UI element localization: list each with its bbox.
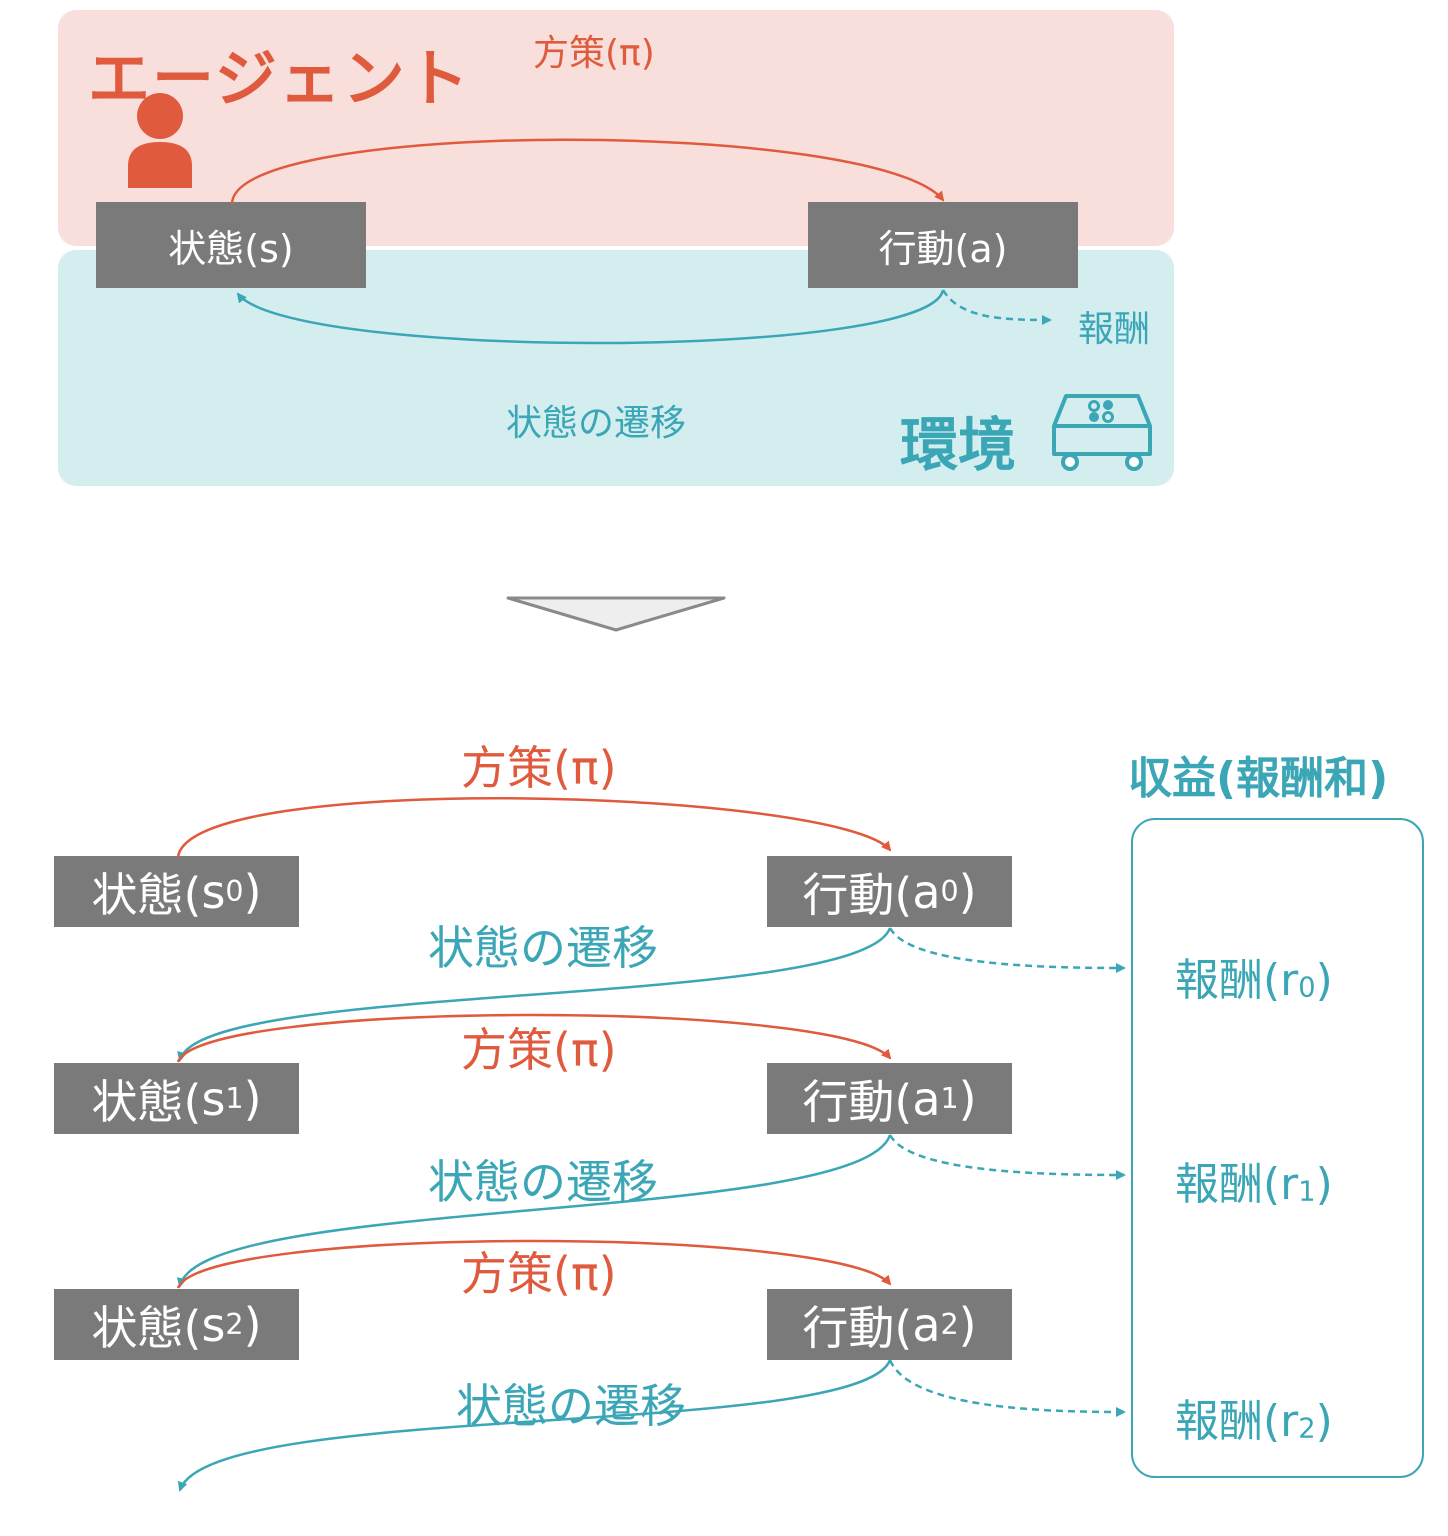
policy-label: 方策(π)	[461, 741, 617, 795]
environment-panel	[58, 250, 1174, 486]
person-icon	[128, 93, 192, 188]
transition-label-top: 状態の遷移	[506, 403, 687, 444]
action-box-top: 行動(a)	[808, 202, 1078, 288]
transition-label: 状態の遷移	[456, 1379, 686, 1433]
return-box	[1131, 818, 1424, 1478]
state-box-top: 状態(s)	[96, 202, 366, 288]
policy-label: 方策(π)	[461, 1247, 617, 1301]
reward-arrow	[888, 1359, 1126, 1417]
policy-arrow	[176, 797, 892, 858]
transition-label: 状態の遷移	[428, 1155, 658, 1209]
environment-machine-icon	[1052, 394, 1152, 471]
reward-label-top: 報酬	[1078, 309, 1151, 350]
reward-arrow	[888, 927, 1126, 973]
reward-label: 報酬(r1)	[1175, 1159, 1333, 1210]
reward-label: 報酬(r2)	[1175, 1396, 1333, 1447]
reward-arrow	[888, 1134, 1126, 1180]
transition-label: 状態の遷移	[428, 921, 658, 975]
policy-label: 方策(π)	[461, 1023, 617, 1077]
environment-title: 環境	[900, 411, 1017, 479]
return-title: 収益(報酬和)	[1128, 753, 1389, 804]
reward-label: 報酬(r0)	[1175, 955, 1333, 1006]
down-arrow-icon	[506, 596, 726, 632]
policy-label-top: 方策(π)	[533, 33, 655, 74]
